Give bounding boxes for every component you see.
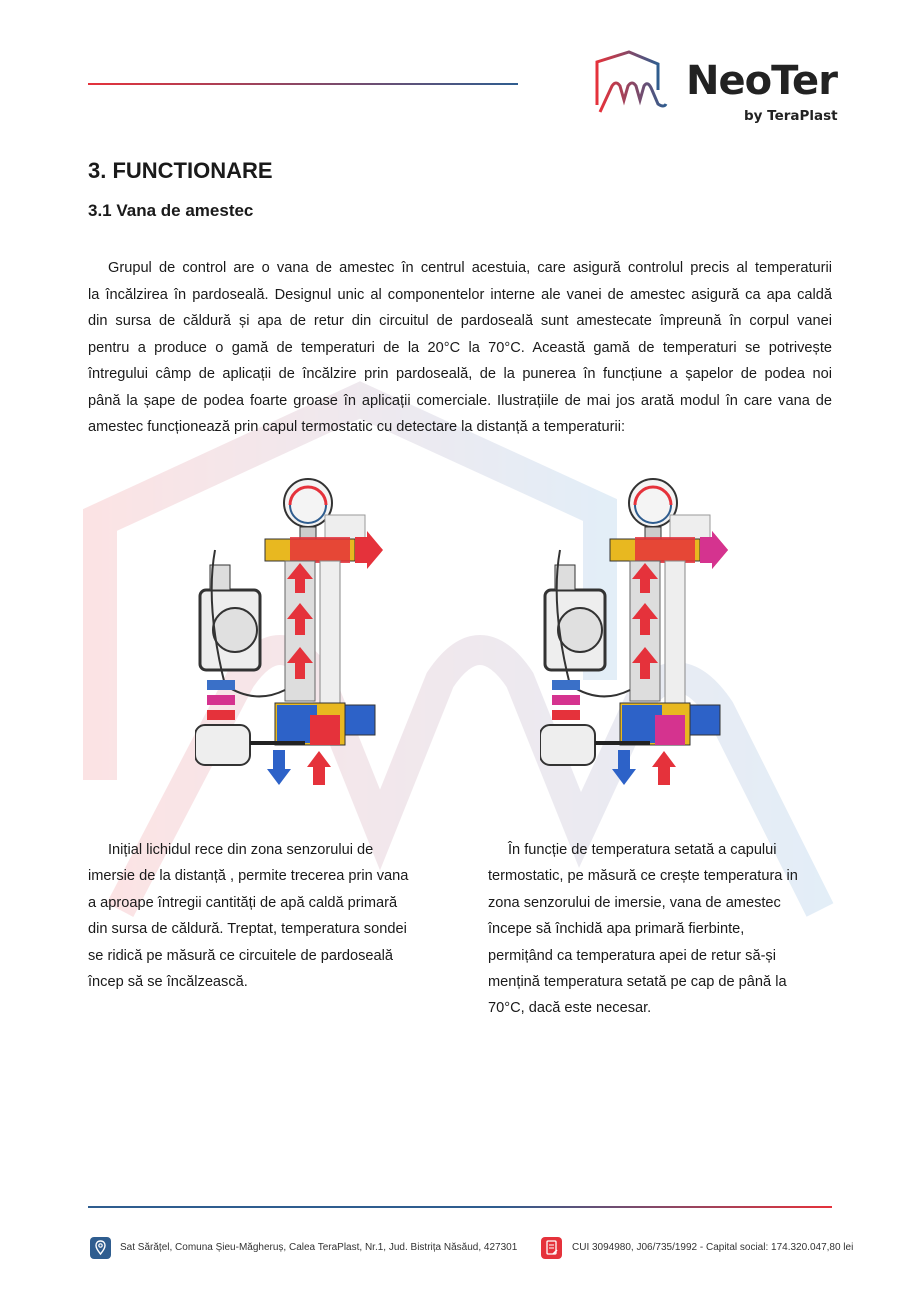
section-title: 3. FUNCTIONARE [88,158,273,183]
caption-line: încep să se încălzească. [88,973,248,990]
intro-line: întregului câmp de aplicații de încălzir… [88,366,832,382]
caption-line: 70°C, dacă este necesar. [488,1000,652,1017]
intro-paragraph: Grupul de control are o vana de amestec … [88,255,832,441]
intro-line: până la șape de podea foarte groase în a… [88,392,832,409]
caption-line: se ridică pe măsură ce circuitele de par… [88,947,394,964]
logo-tagline: by TeraPlast [744,108,838,124]
document-edit-icon [541,1237,562,1259]
footer-rule [88,1206,832,1208]
section-subtitle: 3.1 Vana de amestec [88,201,254,220]
intro-line: pentru a produce o gamă de temperaturi d… [88,339,832,356]
logo-wordmark: NeoTer [686,58,838,104]
caption-line: a aproape întregii cantități de apă cald… [88,894,398,911]
caption-line: zona senzorului de imersie, vana de ames… [488,894,781,911]
caption-line: permițând ca temperatura apei de retur s… [488,947,776,964]
caption-line: mențină temperatura setată pe cap de pân… [488,973,787,990]
logo-house-icon [595,50,680,114]
intro-line: din sursa de căldură și apa de retur din… [88,313,832,329]
mixing-valve-diagram-open [195,478,383,785]
header-rule [88,83,518,85]
right-caption: În funcție de temperatura setată a capul… [488,837,833,1022]
caption-line: imersie de la distanță , permite trecere… [88,868,409,885]
footer-address: Sat Sărățel, Comuna Șieu-Măgheruș, Calea… [120,1242,518,1253]
caption-line: În funcție de temperatura setată a capul… [508,842,777,858]
mixing-valve-diagram-closing [540,477,730,787]
footer-company-info: CUI 3094980, J06/735/1992 - Capital soci… [572,1242,854,1253]
intro-line: amestec funcționează prin capul termosta… [88,419,626,435]
left-caption: Inițial lichidul rece din zona senzorulu… [88,837,433,995]
location-pin-icon [90,1237,111,1259]
caption-line: începe să închidă apa primară fierbinte, [488,921,745,938]
caption-line: din sursa de căldură. Treptat, temperatu… [88,921,407,938]
intro-line: la încălzirea în pardoseală. Designul un… [88,286,832,303]
caption-line: termostatic, pe măsură ce crește tempera… [488,868,798,885]
intro-line: Grupul de control are o vana de amestec … [108,260,832,276]
caption-line: Inițial lichidul rece din zona senzorulu… [108,842,374,858]
